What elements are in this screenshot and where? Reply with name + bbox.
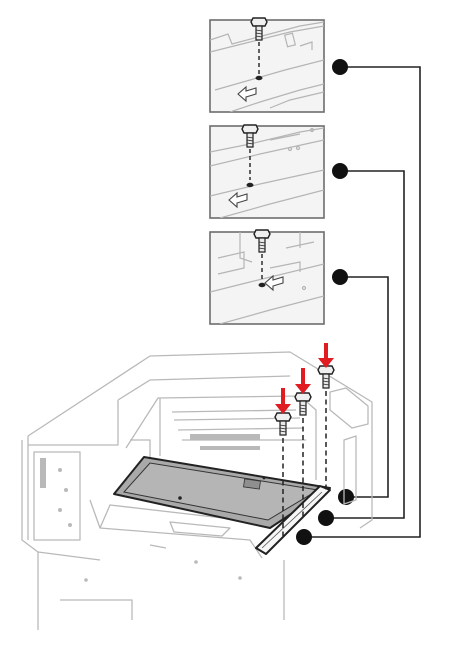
red-arrows <box>275 343 334 414</box>
detail-panel-3 <box>209 229 325 325</box>
red-down-arrow-icon <box>318 343 334 368</box>
push-arrow-icon <box>237 85 257 103</box>
push-arrow-icon <box>228 191 248 209</box>
printer-illustration <box>21 351 373 630</box>
leader-line-1 <box>304 66 421 538</box>
printer-details <box>40 434 260 582</box>
leader-line-2 <box>326 170 405 519</box>
leader-line-3 <box>340 276 389 498</box>
red-down-arrow-icon <box>295 368 311 394</box>
callout-dot-icon <box>332 163 348 179</box>
push-arrow-icon <box>264 274 284 292</box>
detail-panel-2 <box>209 124 325 219</box>
callout-dot-icon <box>296 529 312 545</box>
callout-dot-icon <box>332 59 348 75</box>
red-down-arrow-icon <box>275 388 291 414</box>
detail-panel-1 <box>209 17 325 113</box>
tray-plate <box>113 456 331 529</box>
screw-drop-lines <box>282 391 327 536</box>
callout-dot-icon <box>332 269 348 285</box>
callout-dot-icon <box>338 489 354 505</box>
front-rail <box>255 485 331 555</box>
callout-dots <box>296 59 354 545</box>
callout-leaders <box>304 66 421 538</box>
screw-icon <box>274 412 292 436</box>
callout-dot-icon <box>318 510 334 526</box>
